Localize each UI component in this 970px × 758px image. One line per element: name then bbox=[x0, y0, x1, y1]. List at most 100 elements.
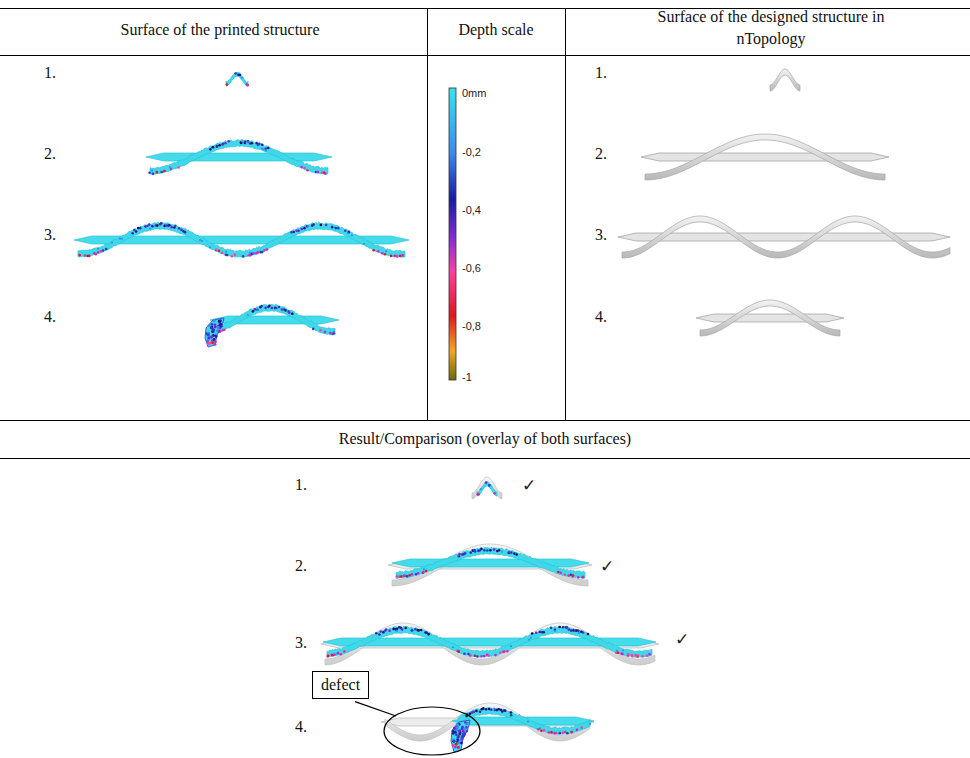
depth-dot bbox=[570, 629, 573, 632]
depth-dot bbox=[312, 223, 315, 226]
depth-dot bbox=[462, 730, 465, 733]
depth-dot bbox=[417, 629, 420, 632]
depth-dot bbox=[454, 746, 457, 749]
depth-dot bbox=[234, 253, 237, 256]
depth-dot bbox=[247, 314, 249, 316]
depth-dot bbox=[261, 143, 264, 146]
depth-dot bbox=[135, 230, 138, 233]
depth-dot bbox=[331, 226, 334, 229]
depth-dot bbox=[303, 227, 306, 230]
flat-band bbox=[696, 314, 844, 322]
depth-dot bbox=[482, 707, 485, 710]
depth-dot bbox=[385, 250, 387, 252]
depth-dot bbox=[539, 727, 541, 729]
depth-dot bbox=[218, 320, 221, 323]
depth-dot bbox=[178, 227, 181, 230]
depth-dot bbox=[337, 652, 340, 655]
depth-dot bbox=[390, 255, 393, 258]
designed-surface bbox=[641, 134, 889, 180]
row-number: 2. bbox=[595, 143, 607, 165]
depth-dot bbox=[457, 736, 460, 739]
check-mark: ✓ bbox=[600, 555, 614, 578]
depth-dot bbox=[417, 629, 420, 632]
depth-dot bbox=[184, 231, 187, 234]
depth-dot bbox=[210, 326, 213, 329]
depth-dot bbox=[504, 709, 507, 712]
depth-dot bbox=[464, 727, 467, 730]
depth-dot bbox=[307, 225, 309, 227]
depth-dot bbox=[242, 255, 245, 258]
depth-dot bbox=[501, 551, 503, 553]
wave-sheet bbox=[770, 69, 800, 91]
depth-dot bbox=[538, 631, 541, 634]
depth-dot bbox=[489, 549, 492, 552]
depth-dot bbox=[319, 329, 322, 332]
depth-dot bbox=[459, 739, 462, 742]
depth-dot bbox=[226, 83, 229, 86]
designed-surface bbox=[388, 544, 592, 586]
depth-dot bbox=[460, 739, 463, 742]
designed-surface bbox=[321, 623, 659, 665]
check-mark: ✓ bbox=[675, 628, 689, 651]
depth-dot bbox=[226, 254, 229, 257]
depth-dot bbox=[102, 249, 105, 252]
scale-value: -0,8 bbox=[462, 320, 481, 333]
designed-surface bbox=[696, 300, 844, 336]
row-number: 2. bbox=[44, 143, 56, 165]
depth-dot bbox=[347, 232, 349, 234]
depth-dot bbox=[404, 627, 407, 630]
depth-dot bbox=[458, 553, 461, 556]
depth-color-bar bbox=[449, 88, 456, 380]
depth-dot bbox=[472, 711, 475, 714]
depth-dot bbox=[641, 655, 644, 658]
printed-surface bbox=[210, 305, 339, 336]
depth-dot bbox=[78, 254, 81, 257]
depth-dot bbox=[453, 740, 456, 743]
depth-dot bbox=[455, 726, 458, 729]
depth-dot bbox=[565, 626, 568, 629]
depth-dot bbox=[327, 655, 330, 658]
row-number: 1. bbox=[295, 474, 307, 496]
depth-dot bbox=[333, 331, 335, 333]
depth-dot bbox=[213, 338, 216, 341]
depth-dot bbox=[381, 252, 384, 255]
depth-dot bbox=[252, 252, 255, 255]
depth-dot bbox=[216, 145, 219, 148]
depth-dot bbox=[256, 308, 259, 311]
depth-dot bbox=[151, 225, 154, 228]
depth-dot bbox=[214, 323, 217, 326]
depth-dot bbox=[455, 743, 458, 746]
scale-value: -1 bbox=[462, 371, 472, 384]
depth-dot bbox=[452, 744, 455, 747]
depth-dot bbox=[578, 632, 580, 634]
depth-dot bbox=[121, 238, 123, 240]
depth-dot bbox=[97, 251, 100, 254]
callout-box: defect bbox=[312, 671, 369, 699]
wave-sheet bbox=[392, 544, 588, 586]
depth-dot bbox=[475, 710, 478, 713]
depth-dot bbox=[240, 141, 243, 144]
depth-dot bbox=[88, 255, 91, 258]
column-header: Surface of the designed structure in nTo… bbox=[621, 6, 921, 49]
depth-dot bbox=[422, 571, 425, 574]
depth-dot bbox=[312, 328, 315, 331]
depth-dot bbox=[219, 323, 222, 326]
depth-dot bbox=[564, 573, 567, 576]
depth-dot bbox=[417, 572, 420, 575]
depth-dot bbox=[474, 654, 477, 657]
depth-dot bbox=[216, 329, 219, 332]
depth-dot bbox=[291, 312, 294, 315]
depth-dot bbox=[177, 166, 180, 169]
column-header: Depth scale bbox=[431, 19, 561, 41]
depth-dot bbox=[528, 639, 530, 641]
depth-dot bbox=[239, 74, 242, 77]
wave-sheet bbox=[226, 72, 248, 86]
depth-dot bbox=[462, 734, 465, 737]
depth-dot bbox=[458, 650, 461, 653]
depth-dot bbox=[217, 326, 220, 329]
depth-dot bbox=[278, 306, 281, 309]
depth-dot bbox=[530, 637, 532, 639]
depth-dot bbox=[225, 251, 227, 253]
depth-dot bbox=[290, 231, 293, 234]
depth-dot bbox=[267, 147, 270, 150]
